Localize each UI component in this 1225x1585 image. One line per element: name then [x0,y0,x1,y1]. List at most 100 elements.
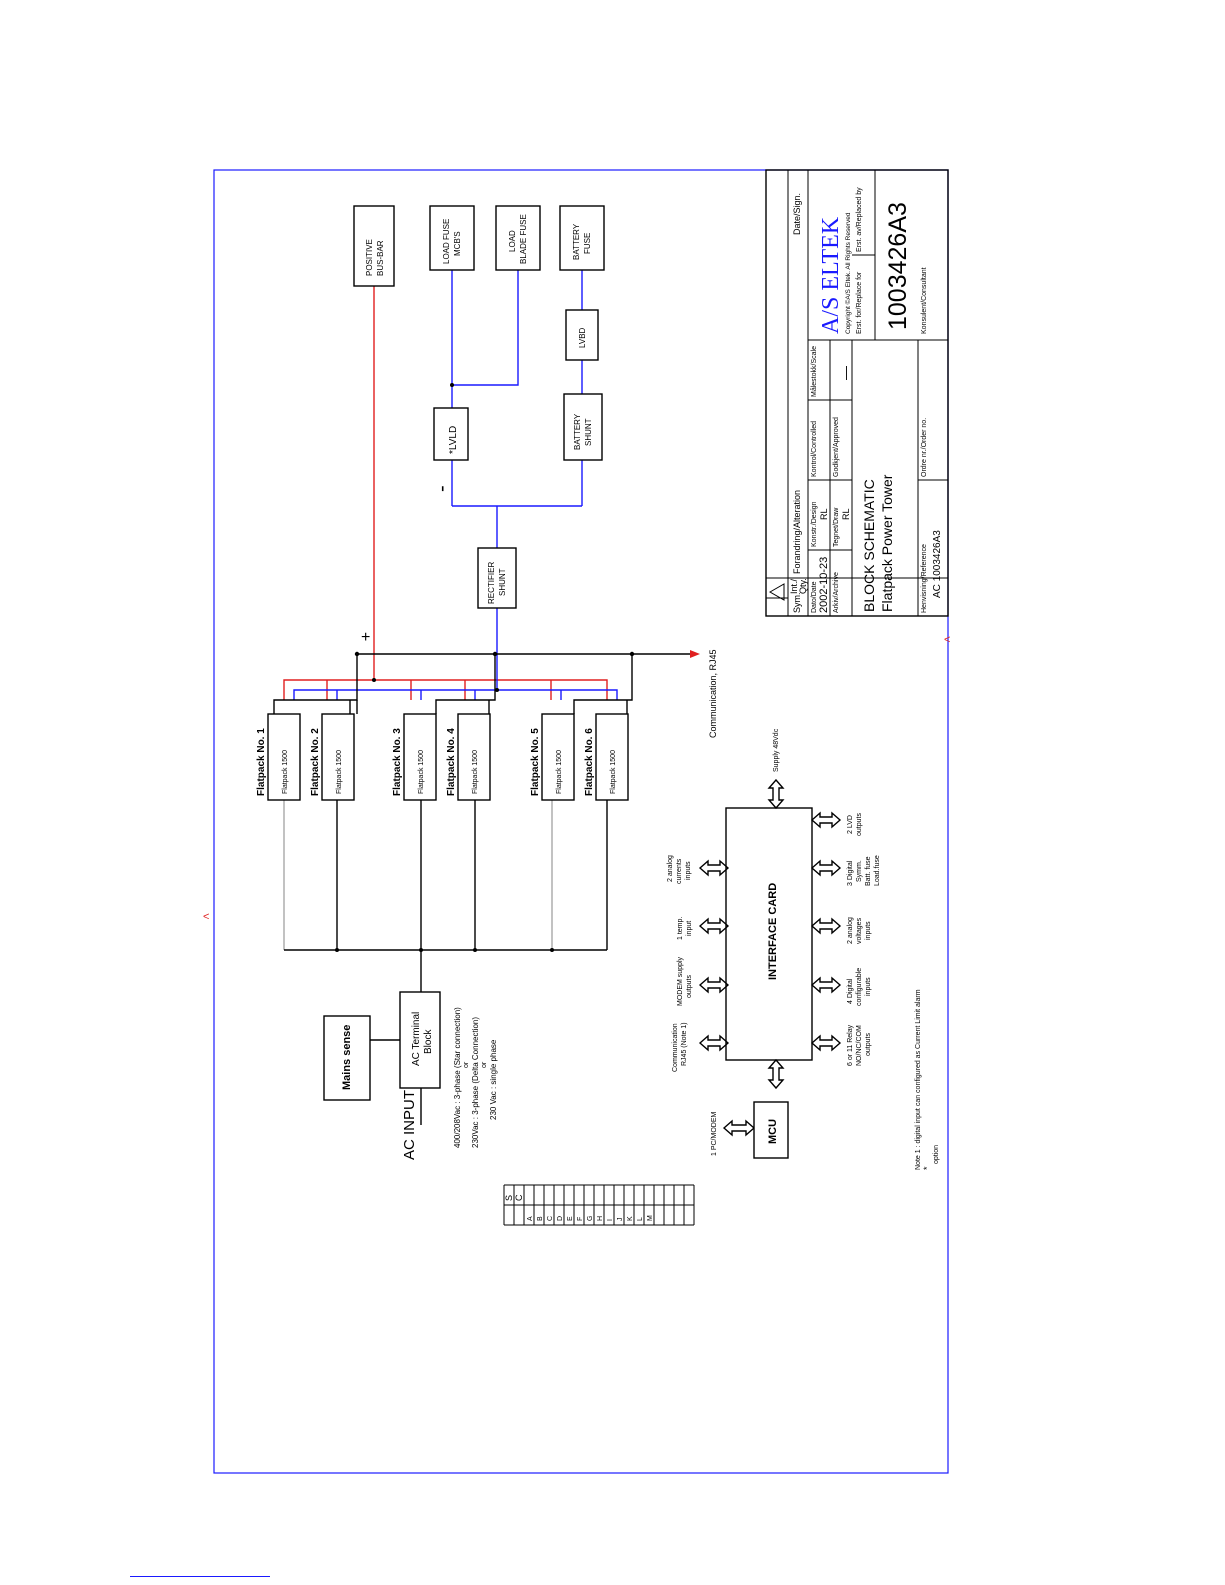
tb-erst-for: Erst. for/Replace for [856,271,863,334]
tb-konstr-label: Konstr./Design [811,501,818,547]
bottom-label-4a: 3 Digital [847,860,854,886]
tb-henvisning-value: AC 1003426A3 [932,530,943,598]
svg-text:LOAD FUSE: LOAD FUSE [442,219,451,264]
svg-text:Mains sense: Mains sense [341,1025,353,1090]
tb-title-2: Flatpack Power Tower [879,474,895,612]
revision-row-j: J [617,1218,624,1222]
communication-label: Communication, RJ45 [708,649,718,738]
svg-text:Flatpack No. 1: Flatpack No. 1 [256,728,267,796]
svg-text:MCU: MCU [767,1119,779,1144]
tb-tegnet-label: Tegnet/Draw [833,507,840,547]
svg-text:Flatpack 1500: Flatpack 1500 [282,750,289,794]
top-label-3b: input [686,921,693,936]
top-label-2b: outputs [686,975,693,998]
mains-sense-box [323,1015,371,1101]
drawing-frame [213,169,949,1474]
rectifier-6: Flatpack No. 6 Flatpack 1500 [584,713,629,801]
revision-header-s: S [504,1195,514,1201]
lvld-box: *LVLD [433,407,469,461]
bottom-label-4d: Load.fuse [874,855,881,886]
svg-text:Flatpack No. 2: Flatpack No. 2 [310,728,321,796]
dc-wiring [273,270,700,714]
bottom-label-5b: outputs [856,813,863,836]
svg-text:Flatpack 1500: Flatpack 1500 [472,750,479,794]
svg-text:RECTIFIER: RECTIFIER [487,562,496,604]
revision-row-e: E [567,1216,574,1221]
tb-dato-label: Dato/Date [811,581,818,613]
voltage-note-3: 230Vac : 3-phase (Delta Connection) [471,1017,480,1148]
tb-erst-av: Erst. av/Replaced by [856,187,863,252]
bottom-label-2c: inputs [865,977,872,996]
load-fuse-mcb-box: LOAD FUSE MCB'S [429,205,475,271]
rectifier-1: Flatpack No. 1 Flatpack 1500 [256,713,301,801]
supply-label: Supply 48Vdc [773,728,780,772]
tb-int: Int./ [789,578,799,594]
revision-row-i: I [607,1219,614,1221]
minus-sign: - [431,485,453,492]
plus-sign: + [361,629,370,646]
tb-ordre-label: Ordre nr./Order no. [921,418,928,477]
rectifier-shunt-box: RECTIFIER SHUNT [477,547,517,609]
positive-busbar-box: POSITIVE BUS-BAR [353,205,395,287]
bottom-label-2b: configurable [856,968,863,1006]
svg-text:Flatpack 1500: Flatpack 1500 [336,750,343,794]
tb-konstr-value: RL [819,508,829,520]
svg-text:Flatpack No. 5: Flatpack No. 5 [530,728,541,796]
tb-arkiv-label: Arkiv/Archive [833,572,840,613]
bottom-label-4c: Batt. fuse [865,856,872,886]
ac-input-section: Mains sense AC Terminal Block AC INPUT 4… [323,950,498,1160]
tb-date-sign: Date/Sign. [792,193,802,235]
interface-card-box [725,807,813,1061]
bottom-label-2a: 4 Digital [847,978,854,1004]
voltage-note-2: or [463,1061,470,1068]
tb-alteration: Forandring/Alteration [792,490,802,574]
rectifier-3: Flatpack No. 3 Flatpack 1500 [392,713,437,801]
tb-kontrol-label: Kontrol/Controlled [811,421,818,477]
revision-row-g: G [587,1216,594,1221]
bottom-label-3b: voltages [856,917,863,944]
frame-mark-left: < [203,911,209,923]
ac-input-label: AC INPUT [401,1090,418,1160]
tb-dato-value: 2002-10-23 [818,557,830,613]
bottom-label-1c: outputs [865,1033,872,1056]
tb-godkjent-label: Godkjent/Approved [833,417,840,477]
svg-text:LVBD: LVBD [578,327,587,348]
tb-henvisning-label: Henvisning/Reference [921,544,928,613]
svg-text:INTERFACE CARD: INTERFACE CARD [767,883,779,980]
battery-fuse-box: BATTERY FUSE [559,205,605,271]
voltage-note-1: 400/208Vac : 3-phase (Star connection) [453,1007,462,1148]
tb-konsulent-label: Konsulent/Consultant [921,267,928,334]
tb-drawing-number: 1003426A3 [884,202,912,330]
note-star: * [922,1166,932,1170]
voltage-note-5: 230 Vac : single phase [489,1039,498,1120]
svg-text:Flatpack No. 3: Flatpack No. 3 [392,728,403,796]
note-option: option [933,1145,940,1164]
bottom-label-3c: inputs [865,921,872,940]
svg-text:Flatpack 1500: Flatpack 1500 [610,750,617,794]
top-label-4b: currents [676,858,683,884]
interface-card-section: INTERFACE CARD Communication RJ45 (Note … [667,728,940,1170]
tb-qty: Qty. [798,578,808,594]
svg-text:BUS-BAR: BUS-BAR [376,240,385,276]
revision-row-k: K [627,1216,634,1221]
note-1: Note 1 : digital input can configured as… [915,989,922,1170]
revision-row-l: L [637,1217,644,1221]
svg-text:FUSE: FUSE [583,233,592,254]
svg-text:POSITIVE: POSITIVE [365,239,374,276]
bottom-label-5a: 2 LVD [847,815,854,834]
svg-text:MCB'S: MCB'S [453,231,462,256]
bottom-label-1a: 6 or 11 Relay [847,1024,854,1066]
top-label-4a: 2 analog [667,855,674,882]
revision-row-h: H [597,1216,604,1221]
svg-text:Flatpack 1500: Flatpack 1500 [556,750,563,794]
svg-text:*LVLD: *LVLD [448,426,459,454]
mcu-box [753,1101,789,1159]
revision-row-c: C [547,1216,554,1221]
rectifier-4: Flatpack No. 4 Flatpack 1500 [446,713,491,801]
svg-text:Flatpack 1500: Flatpack 1500 [418,750,425,794]
svg-text:LOAD: LOAD [508,230,517,252]
ac-terminal-box [399,991,441,1089]
revision-row-b: B [537,1216,544,1221]
svg-text:BATTERY: BATTERY [573,413,582,450]
